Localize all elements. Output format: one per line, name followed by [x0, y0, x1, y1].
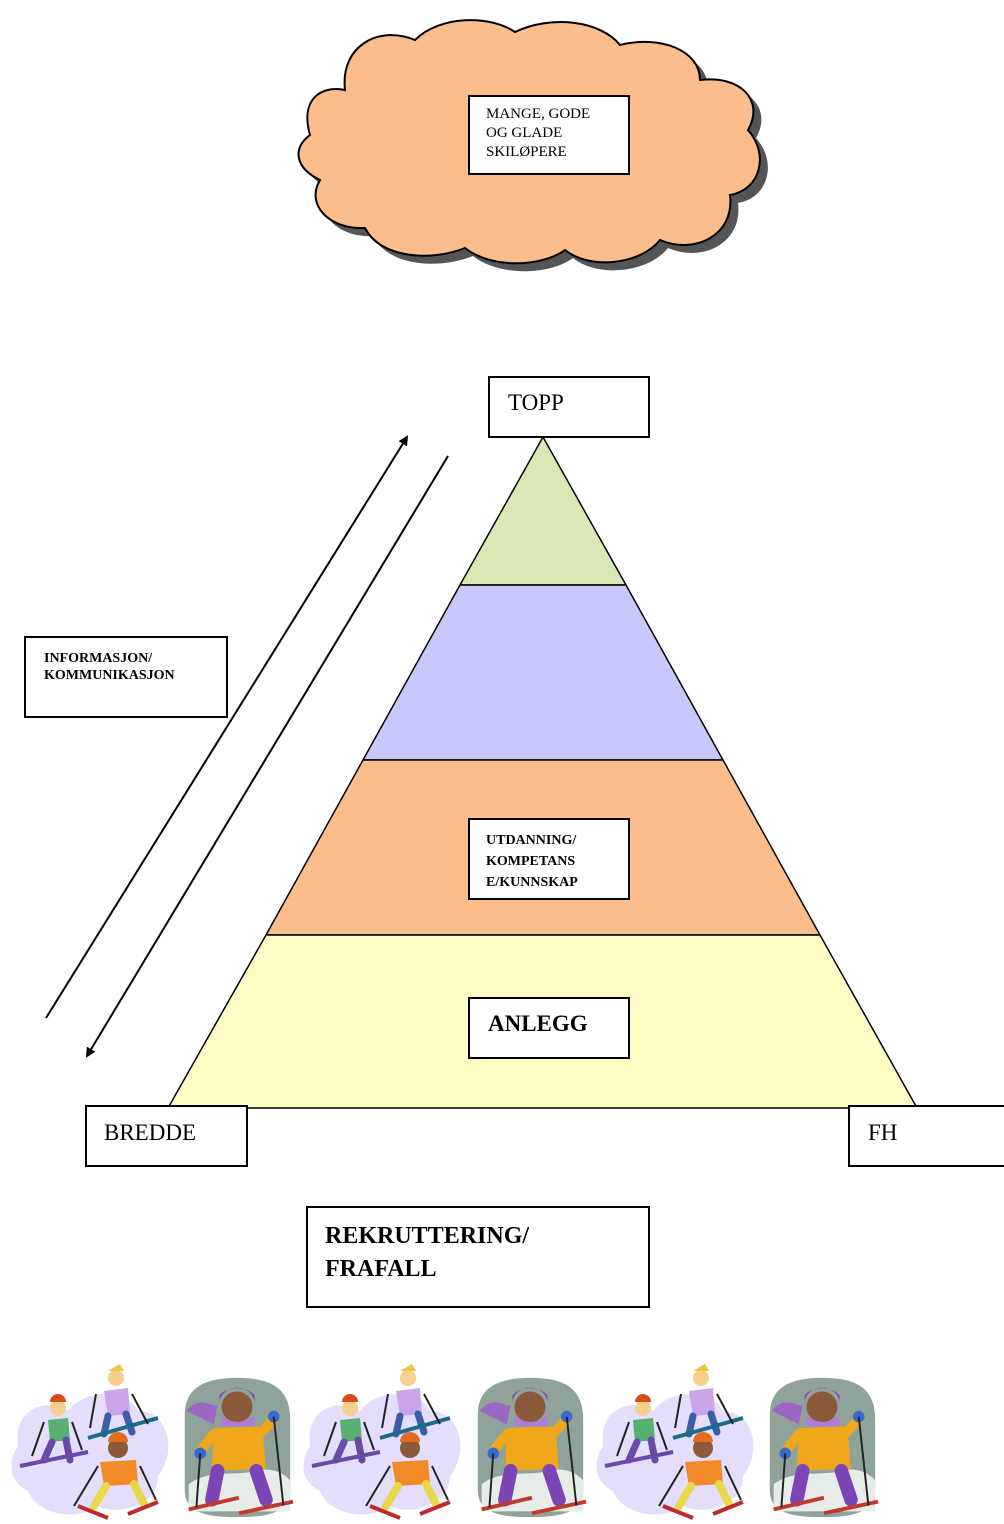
cloud-label-line: SKILØPERE	[486, 144, 567, 160]
bundled-skier-icon	[770, 1378, 878, 1517]
side-label-line: KOMMUNIKASJON	[44, 668, 175, 683]
skiers-group-icon	[303, 1364, 460, 1518]
bottom-label-box: REKRUTTERING/ FRAFALL	[306, 1206, 650, 1308]
bottom-label-line: REKRUTTERING/	[325, 1223, 530, 1249]
skiers-group-icon	[11, 1364, 168, 1518]
cloud-label-box: MANGE, GODE OG GLADE SKILØPERE	[468, 95, 630, 175]
third-level-label-line: E/KUNNSKAP	[486, 875, 578, 890]
bundled-skier-icon	[185, 1378, 293, 1517]
base-right-label: FH	[868, 1120, 898, 1145]
upward-arrow	[45, 435, 409, 1019]
side-label-line: INFORMASJON/	[44, 651, 153, 666]
third-level-label-line: KOMPETANS	[486, 854, 576, 869]
base-right-label-box: FH	[848, 1105, 1004, 1167]
pyramid-level-top	[458, 435, 628, 586]
bundled-skier-icon	[478, 1378, 586, 1517]
cloud-label-line: OG GLADE	[486, 125, 563, 141]
cloud-label-line: MANGE, GODE	[486, 106, 591, 122]
downward-arrow	[85, 455, 449, 1058]
apex-label-box: TOPP	[488, 376, 650, 438]
pyramid-level-second	[361, 584, 725, 761]
base-left-label: BREDDE	[104, 1120, 196, 1145]
base-level-label-box: ANLEGG	[468, 997, 630, 1059]
third-level-label-line: UTDANNING/	[486, 833, 577, 848]
bottom-label-line: FRAFALL	[325, 1256, 437, 1282]
base-left-label-box: BREDDE	[85, 1105, 248, 1167]
side-label-box: INFORMASJON/ KOMMUNIKASJON	[24, 636, 228, 718]
base-level-label: ANLEGG	[488, 1011, 588, 1036]
third-level-label-box: UTDANNING/ KOMPETANS E/KUNNSKAP	[468, 818, 630, 900]
skiers-group-icon	[596, 1364, 753, 1518]
apex-label: TOPP	[508, 390, 564, 415]
